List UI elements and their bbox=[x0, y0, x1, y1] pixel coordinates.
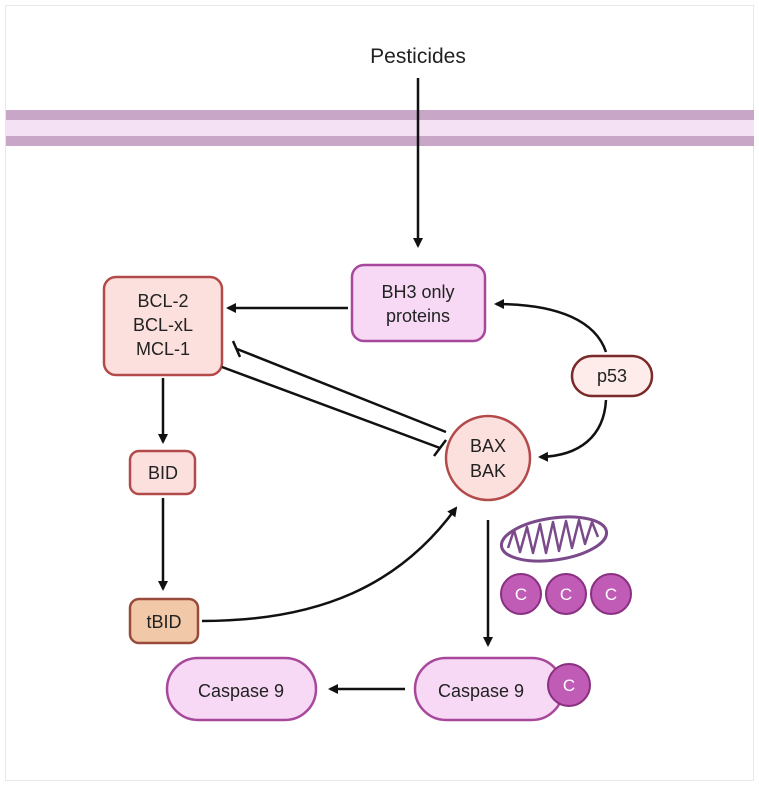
bcl-label-line2: BCL-xL bbox=[133, 315, 193, 335]
cell-membrane bbox=[6, 110, 754, 146]
p53-label: p53 bbox=[597, 366, 627, 386]
baxbak-node: BAX BAK bbox=[444, 414, 532, 502]
bcl-label-line3: MCL-1 bbox=[136, 339, 190, 359]
caspase9-active-node: Caspase 9 C bbox=[413, 656, 591, 722]
cytochrome-c-icon: C bbox=[590, 573, 632, 615]
mitochondrion-icon bbox=[499, 515, 609, 563]
cytochrome-c-bound-label: C bbox=[563, 676, 575, 695]
cytochrome-c-label: C bbox=[515, 585, 527, 604]
tbid-node: tBID bbox=[128, 597, 200, 645]
bid-label: BID bbox=[148, 463, 178, 483]
cytochrome-c-cluster: C C C bbox=[500, 573, 632, 615]
cytochrome-c-bound-icon: C bbox=[547, 663, 591, 707]
caspase9-target-node: Caspase 9 bbox=[165, 656, 318, 722]
tbid-label: tBID bbox=[146, 612, 181, 632]
p53-to-baxbak-arrow bbox=[538, 399, 608, 462]
bh3-label-line1: BH3 only bbox=[381, 282, 454, 302]
bh3-label-line2: proteins bbox=[386, 306, 450, 326]
bcl-node: BCL-2 BCL-xL MCL-1 bbox=[102, 275, 224, 377]
cytochrome-c-icon: C bbox=[545, 573, 587, 615]
bid-node: BID bbox=[128, 449, 197, 496]
baxbak-label-line1: BAX bbox=[470, 436, 506, 456]
p53-to-bh3-arrow bbox=[494, 299, 608, 353]
caspase9-active-label: Caspase 9 bbox=[438, 681, 524, 701]
bh3-node: BH3 only proteins bbox=[350, 263, 487, 343]
cytochrome-c-label: C bbox=[605, 585, 617, 604]
baxbak-label-line2: BAK bbox=[470, 461, 506, 481]
tbid-to-baxbak-arrow bbox=[201, 506, 458, 623]
pesticides-label: Pesticides bbox=[370, 45, 466, 68]
cytochrome-c-icon: C bbox=[500, 573, 542, 615]
caspase9-target-label: Caspase 9 bbox=[198, 681, 284, 701]
cytochrome-c-label: C bbox=[560, 585, 572, 604]
bcl-label-line1: BCL-2 bbox=[137, 291, 188, 311]
inhibition-bcl-baxbak bbox=[221, 340, 447, 457]
p53-node: p53 bbox=[570, 354, 654, 398]
